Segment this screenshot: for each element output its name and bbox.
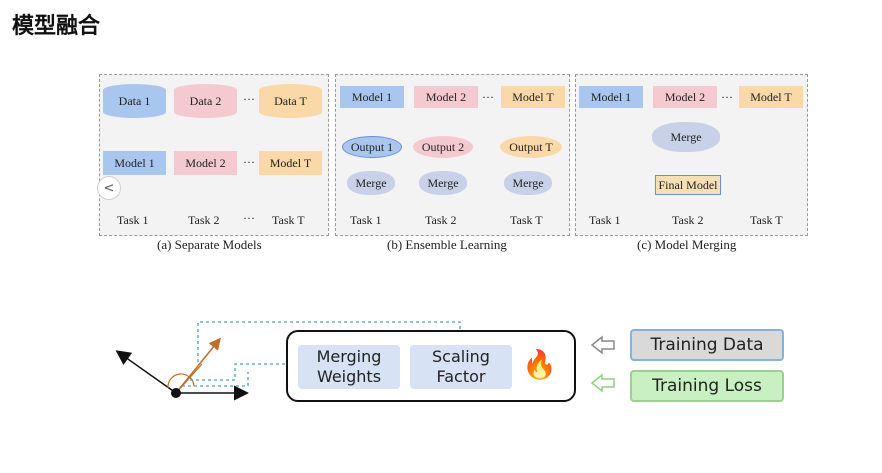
caption-separate-models: (a) Separate Models [157,237,262,252]
task-1-label: Task 1 [350,213,382,227]
training-data-box: Training Data [630,329,784,361]
model-1-node: Model 1 [340,86,404,108]
model-2-node: Model 2 [653,86,717,108]
task-t-label: Task T [750,213,783,227]
left-arrow-icon [590,335,615,355]
dots-separator: ··· [243,211,255,225]
model-t-node: Model T [259,151,322,175]
prev-slide-button[interactable]: < [97,176,121,200]
task-2-label: Task 2 [672,213,704,227]
data-2-node: Data 2 [174,84,237,118]
task-1-label: Task 1 [589,213,621,227]
dots-separator: ··· [482,90,494,104]
output-1-node: Output 1 [342,136,402,158]
data-t-node: Data T [259,84,322,118]
merge-node: Merge [347,171,395,195]
model-1-node: Model 1 [579,86,643,108]
flame-icon: 🔥 [522,348,557,381]
model-t-node: Model T [501,86,565,108]
dots-separator: ··· [243,155,255,169]
model-t-node: Model T [739,86,803,108]
page-title: 模型融合 [12,14,101,39]
scaling-factor-box: Scaling Factor [410,345,512,389]
task-1-label: Task 1 [117,213,149,227]
caption-model-merging: (c) Model Merging [637,237,737,252]
task-2-label: Task 2 [188,213,220,227]
task-t-label: Task T [510,213,543,227]
model-2-node: Model 2 [174,151,237,175]
left-arrow-icon [590,373,615,393]
merge-node: Merge [504,171,552,195]
merge-node: Merge [419,171,467,195]
dots-separator: ··· [721,90,733,104]
dots-separator: ··· [243,92,255,106]
final-model-node: Final Model [655,175,721,195]
caption-ensemble-learning: (b) Ensemble Learning [387,237,507,252]
training-loss-box: Training Loss [630,370,784,402]
output-2-node: Output 2 [413,136,473,158]
task-2-label: Task 2 [425,213,457,227]
model-1-node: Model 1 [103,151,166,175]
output-t-node: Output T [500,136,562,158]
data-1-node: Data 1 [103,84,166,118]
task-t-label: Task T [272,213,305,227]
model-2-node: Model 2 [414,86,478,108]
merging-params-box: Merging Weights Scaling Factor 🔥 [286,330,576,402]
merging-weights-box: Merging Weights [298,345,400,389]
merge-node: Merge [652,122,720,152]
